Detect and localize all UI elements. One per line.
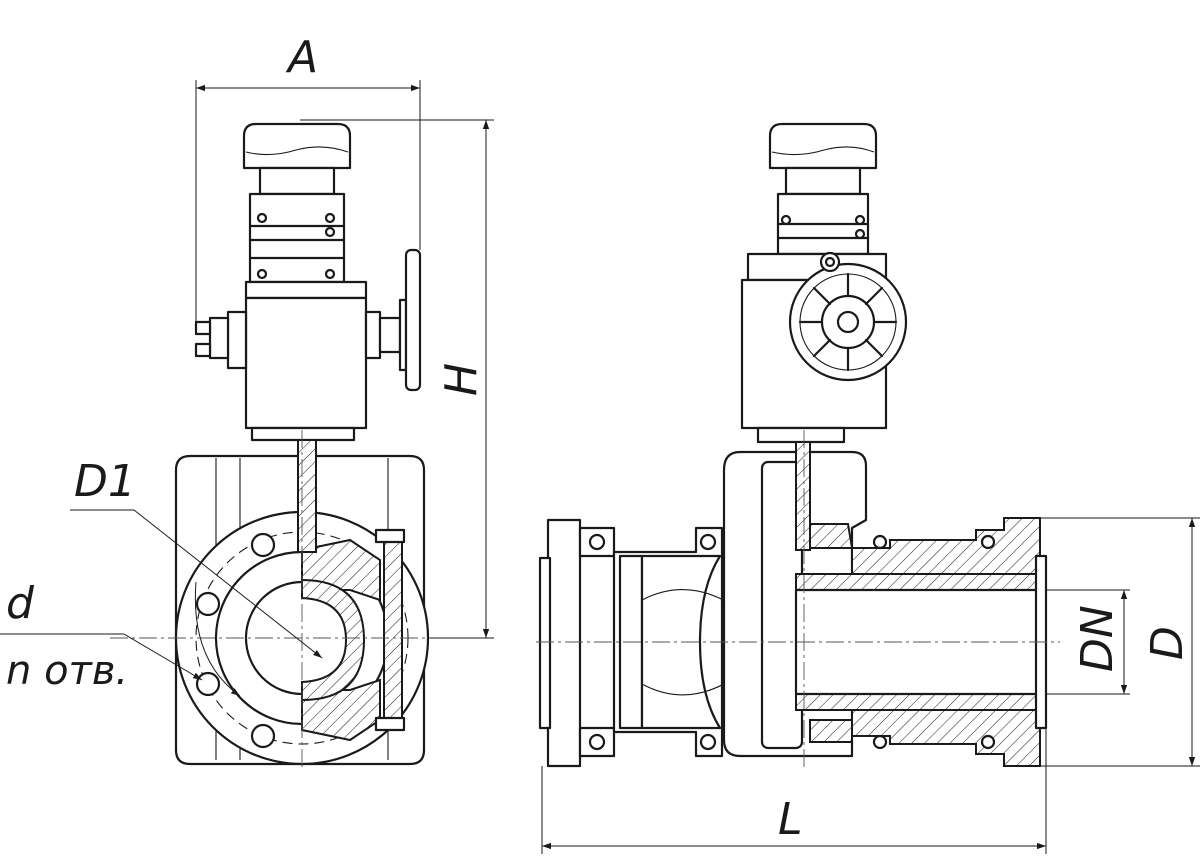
dimension-dn <box>1046 589 1130 695</box>
side-view: DN D L <box>536 122 1200 854</box>
dimension-label-dn: DN <box>1072 605 1123 672</box>
dimension-h <box>300 119 494 639</box>
dimension-label-l: L <box>778 794 803 845</box>
dimension-label-a: A <box>285 32 318 83</box>
hole-count-label: n отв. <box>6 648 128 694</box>
side-actuator-cap <box>768 122 878 196</box>
dimension-label-big-d: D <box>1142 626 1193 660</box>
valve-body-front <box>110 430 430 770</box>
actuator-gearbox <box>248 192 346 284</box>
dimension-label-h: H <box>436 363 487 396</box>
dimension-label-d: d <box>6 578 35 629</box>
dimension-a <box>195 80 421 332</box>
side-handwheel <box>788 251 908 382</box>
actuator-motor-box <box>194 248 422 442</box>
front-view: A H D1 d n отв. <box>0 32 494 770</box>
dimension-label-d1: D1 <box>74 456 136 507</box>
side-left-flange <box>538 518 616 768</box>
leader-d1 <box>70 509 323 659</box>
actuator-cap <box>242 122 352 196</box>
dimension-d <box>1040 517 1200 767</box>
leader-holes <box>0 581 241 697</box>
dimension-l <box>541 728 1047 854</box>
